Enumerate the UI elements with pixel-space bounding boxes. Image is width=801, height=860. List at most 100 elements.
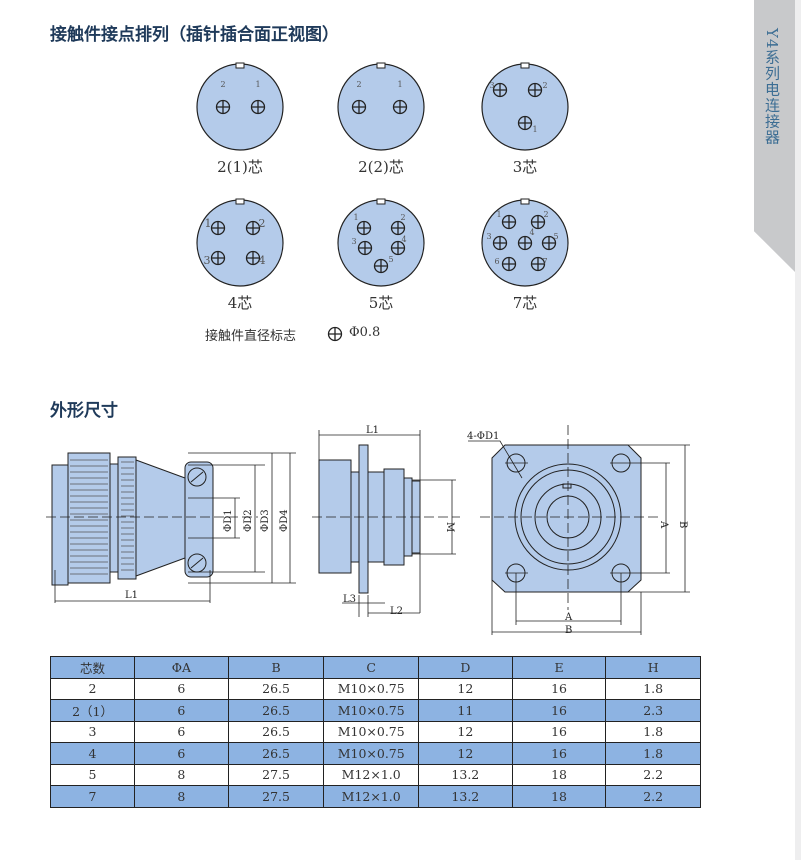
table-cell: 13.2 xyxy=(417,785,513,808)
layout-label: 2(1)芯 xyxy=(217,158,263,176)
table-cell: 26.5 xyxy=(227,677,325,700)
table-cell: 2（1） xyxy=(49,699,136,722)
legend-value: Φ0.8 xyxy=(349,325,381,340)
pin-number: 4 xyxy=(259,254,266,267)
table-cell: 3 xyxy=(49,720,136,743)
connector-face xyxy=(481,63,569,151)
table-cell: 6 xyxy=(134,677,229,700)
front-view-flange xyxy=(491,444,642,593)
table-cell: 1.8 xyxy=(605,677,701,700)
contact-pin-icon xyxy=(245,220,261,236)
pin-number: 4 xyxy=(401,235,406,244)
table-cell: 11 xyxy=(417,699,513,722)
table-cell: 16 xyxy=(511,742,607,765)
table-cell: M10×0.75 xyxy=(323,742,419,765)
column-header: ΦA xyxy=(134,656,229,679)
table-cell: 13.2 xyxy=(417,763,513,786)
dim-l1-receptacle: L1 xyxy=(366,425,379,436)
column-header: D xyxy=(417,656,513,679)
table-cell: 27.5 xyxy=(227,785,325,808)
page-edge xyxy=(795,0,801,860)
legend-label: 接触件直径标志 xyxy=(205,329,297,344)
layout-label: 3芯 xyxy=(513,158,538,176)
connector-face xyxy=(196,199,284,287)
pin-number: 2 xyxy=(356,80,361,89)
dim-d4: ΦD4 xyxy=(279,509,290,532)
contact-pin-icon xyxy=(492,82,508,98)
side-view-receptacle xyxy=(318,444,421,594)
dim-b-horizontal: B xyxy=(565,625,572,636)
pin-number: 2 xyxy=(542,81,547,90)
pin-number: 3 xyxy=(489,81,494,90)
side-tab-label: Y4系列电连接器 xyxy=(763,28,781,146)
pin-number: 1 xyxy=(255,80,260,89)
side-tab xyxy=(754,0,795,272)
column-header: H xyxy=(605,656,701,679)
table-cell: M12×1.0 xyxy=(323,763,419,786)
contact-pin-icon xyxy=(527,82,543,98)
column-header: 芯数 xyxy=(49,656,136,679)
table-cell: M10×0.75 xyxy=(323,699,419,722)
contact-pin-icon xyxy=(210,220,226,236)
contact-symbol-icon xyxy=(327,326,343,342)
pin-number: 2 xyxy=(220,80,225,89)
table-cell: 16 xyxy=(511,720,607,743)
dim-holes: 4-ΦD1 xyxy=(467,431,499,442)
table-cell: M10×0.75 xyxy=(323,720,419,743)
pin-number: 5 xyxy=(388,255,393,264)
pin-number: 4 xyxy=(529,228,534,237)
keyway-notch xyxy=(235,62,245,69)
keyway-notch xyxy=(235,198,245,205)
column-header: B xyxy=(227,656,325,679)
pin-number: 3 xyxy=(486,232,491,241)
connector-face xyxy=(196,63,284,151)
pin-number: 1 xyxy=(397,80,402,89)
pin-number: 2 xyxy=(259,217,266,230)
dim-m: M xyxy=(444,522,455,532)
section-title-pin-layout: 接触件接点排列（插针插合面正视图） xyxy=(50,25,339,45)
table-cell: 16 xyxy=(511,677,607,700)
contact-pin-icon xyxy=(356,220,372,236)
contact-pin-icon xyxy=(215,99,231,115)
contact-pin-icon xyxy=(390,240,406,256)
table-cell: 1.8 xyxy=(605,720,701,743)
connector-face xyxy=(337,63,425,151)
dim-l3: L3 xyxy=(343,594,356,605)
pin-number: 7 xyxy=(542,257,547,266)
dim-l2: L2 xyxy=(390,606,403,617)
contact-pin-icon xyxy=(210,250,226,266)
pin-number: 1 xyxy=(532,125,537,134)
keyway-notch xyxy=(520,62,530,69)
contact-pin-icon xyxy=(530,256,546,272)
table-cell: 6 xyxy=(134,699,229,722)
pin-number: 2 xyxy=(400,213,405,222)
contact-pin-icon xyxy=(357,240,373,256)
dim-l1-plug: L1 xyxy=(125,590,138,601)
pin-number: 5 xyxy=(553,232,558,241)
table-cell: 26.5 xyxy=(227,699,325,722)
table-cell: M12×1.0 xyxy=(323,785,419,808)
contact-pin-icon xyxy=(541,235,557,251)
layout-label: 2(2)芯 xyxy=(358,158,404,176)
pin-number: 6 xyxy=(494,257,499,266)
side-view-plug xyxy=(51,452,214,586)
keyway-notch xyxy=(376,198,386,205)
table-cell: 16 xyxy=(511,699,607,722)
contact-pin-icon xyxy=(492,235,508,251)
table-cell: 1.8 xyxy=(605,742,701,765)
table-cell: 2.2 xyxy=(605,763,701,786)
dim-a-horizontal: A xyxy=(564,612,573,623)
contact-pin-icon xyxy=(501,256,517,272)
column-header: E xyxy=(511,656,607,679)
table-cell: 5 xyxy=(49,763,136,786)
table-cell: 26.5 xyxy=(227,742,325,765)
dim-d2: ΦD2 xyxy=(243,509,254,532)
table-cell: 18 xyxy=(511,785,607,808)
